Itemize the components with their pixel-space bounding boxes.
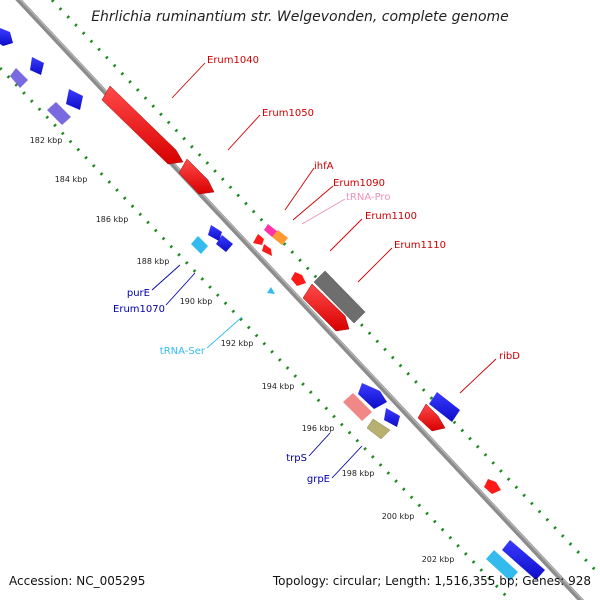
gene-blue-2[interactable] (66, 89, 83, 110)
tick-label: 192 kbp (221, 339, 254, 348)
tick-label: 188 kbp (137, 257, 170, 266)
label-pure[interactable]: purE (127, 288, 150, 299)
gene-grey[interactable] (313, 270, 366, 324)
gene-violet-1[interactable] (10, 68, 28, 88)
label-trna-pro[interactable]: tRNA-Pro (346, 192, 390, 203)
tick-labels: 182 kbp 184 kbp 186 kbp 188 kbp 190 kbp 192 k… (30, 136, 455, 564)
label-grpe[interactable]: grpE (307, 474, 330, 485)
tick-label: 182 kbp (30, 136, 63, 145)
map-title: Ehrlichia ruminantium str. Welgevonden, … (91, 9, 509, 25)
label-erum1090[interactable]: Erum1090 (333, 178, 385, 189)
gene-erum1090[interactable] (253, 234, 264, 245)
label-erum1070[interactable]: Erum1070 (113, 304, 165, 315)
inner-gc-track (0, 66, 512, 600)
gene-blue-bottom[interactable] (502, 540, 545, 580)
gene-pure[interactable] (191, 236, 208, 254)
gene-trna-ser[interactable] (267, 287, 275, 294)
gene-cyan-bottom[interactable] (486, 550, 518, 581)
label-trna-ser[interactable]: tRNA-Ser (160, 346, 206, 357)
tick-label: 190 kbp (180, 297, 213, 306)
gene-erum1050[interactable] (178, 158, 215, 195)
gene-left-edge[interactable] (0, 28, 13, 46)
label-erum1040[interactable]: Erum1040 (207, 55, 259, 66)
summary-text: Topology: circular; Length: 1,516,355 bp… (272, 574, 591, 588)
gene-orange[interactable] (272, 230, 288, 245)
gene-small-red[interactable] (484, 479, 501, 494)
tick-label: 198 kbp (342, 469, 375, 478)
gene-violet-2[interactable] (47, 102, 71, 125)
label-erum1100[interactable]: Erum1100 (365, 211, 417, 222)
gene-labels: Erum1040 Erum1050 ihfA Erum1090 tRNA-Pro… (113, 55, 520, 485)
gene-erum1070-b[interactable] (216, 235, 233, 252)
gene-erum1110[interactable] (302, 283, 350, 332)
gene-ihfa[interactable] (262, 244, 272, 256)
gene-ribd[interactable] (417, 403, 446, 432)
outer-gc-track (50, 0, 600, 577)
label-erum1110[interactable]: Erum1110 (394, 240, 446, 251)
gene-erum1100[interactable] (291, 272, 306, 286)
gene-erum1040[interactable] (101, 85, 184, 165)
tick-label: 200 kbp (382, 512, 415, 521)
gene-blue-1[interactable] (30, 57, 44, 75)
label-erum1050[interactable]: Erum1050 (262, 108, 314, 119)
tick-label: 186 kbp (96, 215, 129, 224)
gene-ribd-blue[interactable] (429, 392, 460, 422)
tick-label: 184 kbp (55, 175, 88, 184)
tick-label: 196 kbp (302, 424, 335, 433)
label-ihfa[interactable]: ihfA (314, 161, 334, 172)
tick-label: 202 kbp (422, 555, 455, 564)
label-leaders (151, 62, 497, 479)
label-trps[interactable]: trpS (286, 453, 307, 464)
accession-text: Accession: NC_005295 (9, 574, 146, 588)
gene-trna-pro[interactable] (264, 224, 278, 237)
tick-label: 194 kbp (262, 382, 295, 391)
gene-trps-adjacent[interactable] (343, 393, 372, 421)
label-ribd[interactable]: ribD (499, 351, 520, 362)
gene-erum1070-a[interactable] (208, 225, 222, 241)
gene-trps[interactable] (358, 383, 387, 409)
forward-genes (101, 85, 501, 494)
reverse-genes (0, 28, 545, 581)
gene-grpe[interactable] (366, 418, 391, 440)
gene-grpe-a[interactable] (384, 408, 400, 427)
